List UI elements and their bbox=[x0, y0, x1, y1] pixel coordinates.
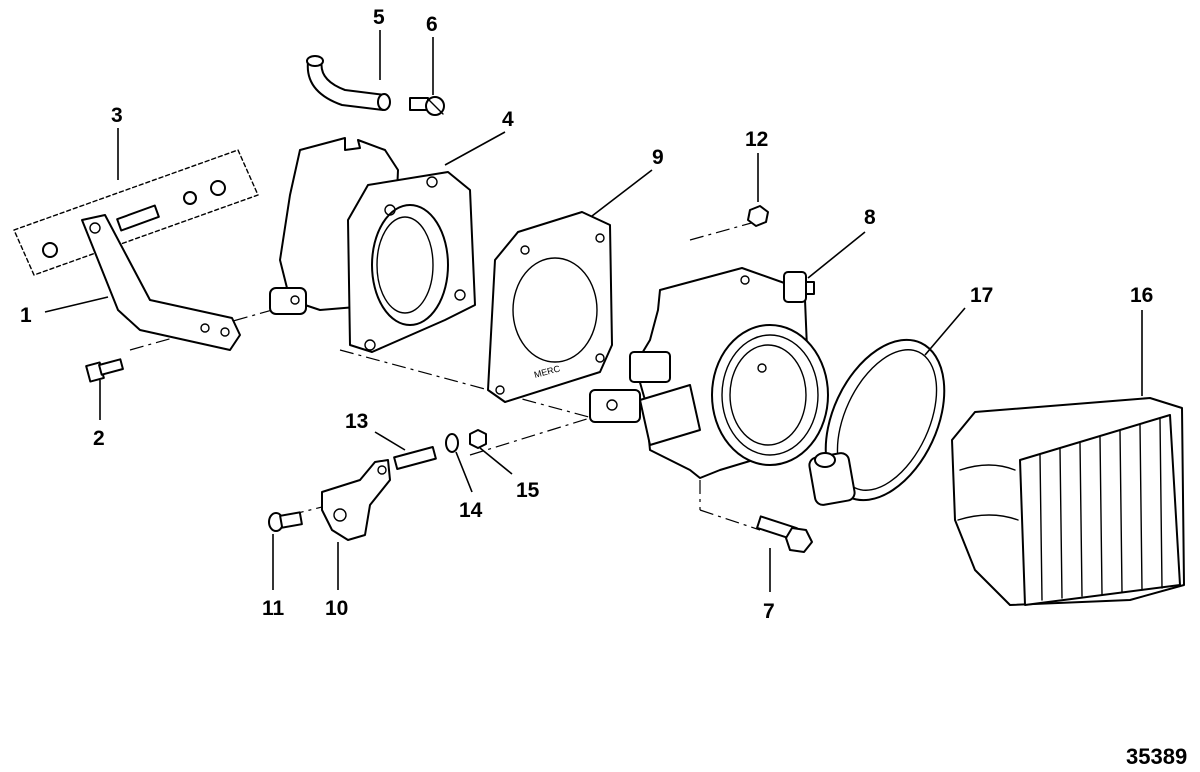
filter-ribs bbox=[1039, 418, 1163, 601]
callout-10: 10 bbox=[325, 597, 348, 620]
callout-3: 3 bbox=[111, 104, 123, 127]
part-10-bracket bbox=[321, 459, 391, 541]
part-8-sensor bbox=[783, 271, 815, 303]
leader-lines bbox=[44, 30, 1143, 592]
part-6-fitting bbox=[409, 96, 445, 116]
callout-14: 14 bbox=[459, 499, 483, 522]
callout-2: 2 bbox=[93, 427, 105, 450]
part-7-bolt bbox=[756, 515, 813, 553]
part-2-screw bbox=[85, 358, 124, 383]
callout-1: 1 bbox=[20, 304, 32, 327]
callout-16: 16 bbox=[1130, 284, 1153, 307]
part-13-stud bbox=[393, 446, 437, 470]
part-1-throttle-bracket bbox=[81, 214, 241, 351]
part-14-washer bbox=[445, 433, 459, 453]
part-9-gasket: MERC bbox=[487, 211, 613, 403]
part-15-nut bbox=[469, 429, 487, 449]
part-5-hose bbox=[306, 55, 391, 111]
part-12-nut bbox=[747, 205, 769, 227]
callout-9: 9 bbox=[652, 146, 664, 169]
callout-15: 15 bbox=[516, 479, 540, 502]
part-3-linkage-rod-assembly bbox=[13, 149, 259, 276]
part-11-screw bbox=[268, 511, 303, 532]
part-throttle-body bbox=[589, 267, 829, 479]
callout-4: 4 bbox=[502, 108, 514, 131]
callout-7: 7 bbox=[763, 600, 775, 623]
callout-8: 8 bbox=[864, 206, 876, 229]
callout-13: 13 bbox=[345, 410, 368, 433]
callout-5: 5 bbox=[373, 6, 385, 29]
callout-6: 6 bbox=[426, 13, 438, 36]
part-16-flame-arrestor bbox=[951, 397, 1185, 606]
callout-labels: 1 2 3 4 5 6 7 8 9 10 11 12 13 14 15 16 1… bbox=[20, 6, 1153, 623]
part-17-hose-clamp bbox=[808, 338, 946, 506]
callout-11: 11 bbox=[262, 597, 285, 620]
part-4-throttle-body-adapter bbox=[269, 137, 476, 353]
figure-number: 35389 bbox=[1126, 744, 1187, 769]
callout-17: 17 bbox=[970, 284, 993, 307]
callout-12: 12 bbox=[745, 128, 768, 151]
